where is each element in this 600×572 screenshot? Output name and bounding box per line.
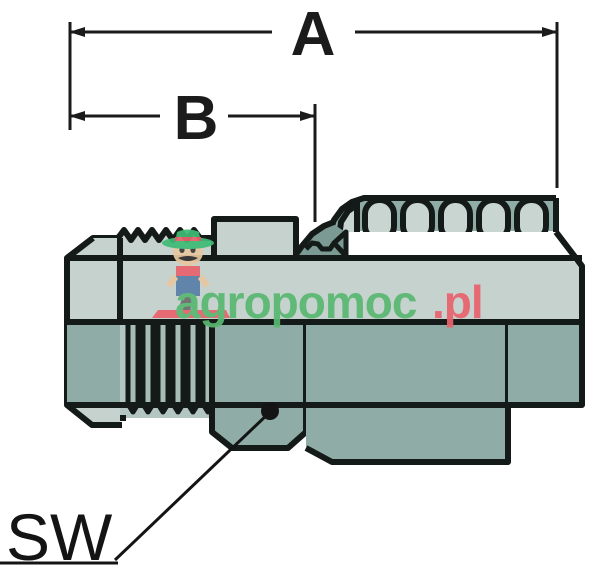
mascot-boot <box>178 296 193 312</box>
mascot-arm-left <box>166 274 178 288</box>
hex-nut <box>209 319 309 451</box>
watermark-brand-text: agropomoc <box>175 276 417 328</box>
sw-leader-line <box>113 410 272 562</box>
master-outlines <box>67 238 582 408</box>
fitting-assembly <box>64 195 585 465</box>
mascot-ground-bar <box>152 310 230 318</box>
dimension-b: B <box>69 84 317 222</box>
farmer-mascot-icon <box>152 229 230 318</box>
mascot-shirt <box>176 266 200 276</box>
transition-ramp <box>291 219 349 259</box>
mascot-moustache <box>178 256 198 261</box>
thread-groove <box>140 322 156 415</box>
dimension-a-label: A <box>291 0 336 69</box>
dimension-a: A <box>68 0 559 188</box>
collar-block <box>211 216 299 261</box>
sw-leader-dot <box>261 402 279 420</box>
thread-grooves <box>125 322 216 415</box>
ferrule-fill <box>306 322 508 462</box>
thread-groove <box>125 322 141 415</box>
ferrule-shoulder-fill <box>508 322 582 405</box>
mascot-hat-band <box>175 237 201 241</box>
mascot-arm-right <box>198 274 210 288</box>
ramp-outline <box>291 219 336 259</box>
watermark-domain-text: .pl <box>432 276 483 328</box>
sw-label: SW <box>6 500 113 572</box>
watermark: agropomoc .pl <box>152 229 484 328</box>
ferrule-sleeve <box>304 319 585 465</box>
hex-nut-body <box>209 319 309 451</box>
ramp-wedge <box>331 229 349 259</box>
thread-groove <box>155 322 171 415</box>
ramp-notch <box>304 240 337 252</box>
collar-raised-step <box>211 216 299 261</box>
hose-barb-section <box>327 195 559 233</box>
thread-groove <box>170 322 186 415</box>
sw-callout: SW <box>0 402 279 572</box>
thread-groove <box>185 322 201 415</box>
upper-band-right-chamfer <box>553 230 585 322</box>
dimension-b-label: B <box>174 84 219 153</box>
